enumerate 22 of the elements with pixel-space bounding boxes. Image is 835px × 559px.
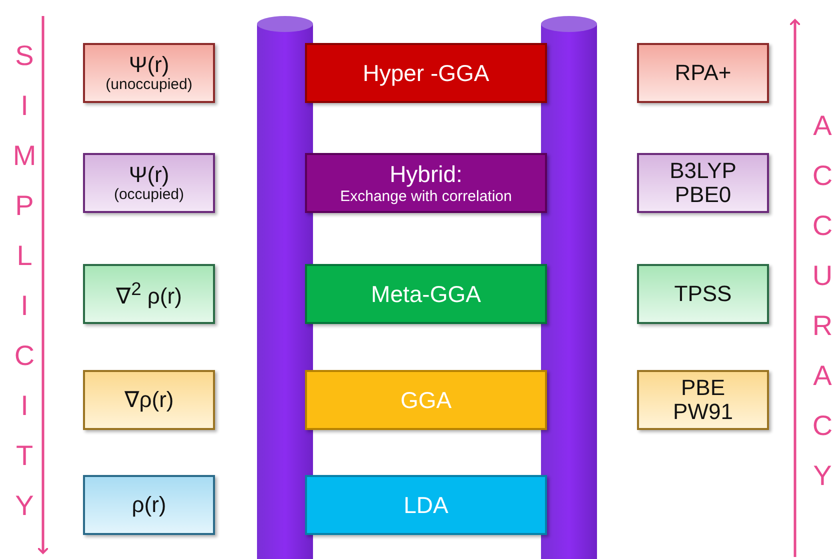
box-heading: Hybrid: [390,161,462,188]
rung-bar: Meta-GGA [305,264,547,324]
axis-caption: ACCURACY [806,110,835,510]
box-subtitle: (occupied) [114,186,184,204]
box-heading: Ψ(r) [128,52,170,77]
input-box: ∇$^{2}$ ρ(r) [83,264,215,324]
rung-bar: GGA [305,370,547,430]
method-box: RPA+ [637,43,769,103]
method-box: TPSS [637,264,769,324]
box-subtitle: (unoccupied) [106,76,192,94]
rung-bar [305,153,547,213]
box-heading: Ψ(r) [128,162,170,187]
input-box [83,153,215,213]
axis-caption: SIMPLICITY [8,40,40,540]
input-box: ∇ρ(r) [83,370,215,430]
method-box: B3LYP PBE0 [637,153,769,213]
rung-bar: LDA [305,475,547,535]
input-box: ρ(r) [83,475,215,535]
rung-bar: Hyper -GGA [305,43,547,103]
input-box [83,43,215,103]
method-box: PBE PW91 [637,370,769,430]
box-subtitle: Exchange with correlation [340,188,512,205]
